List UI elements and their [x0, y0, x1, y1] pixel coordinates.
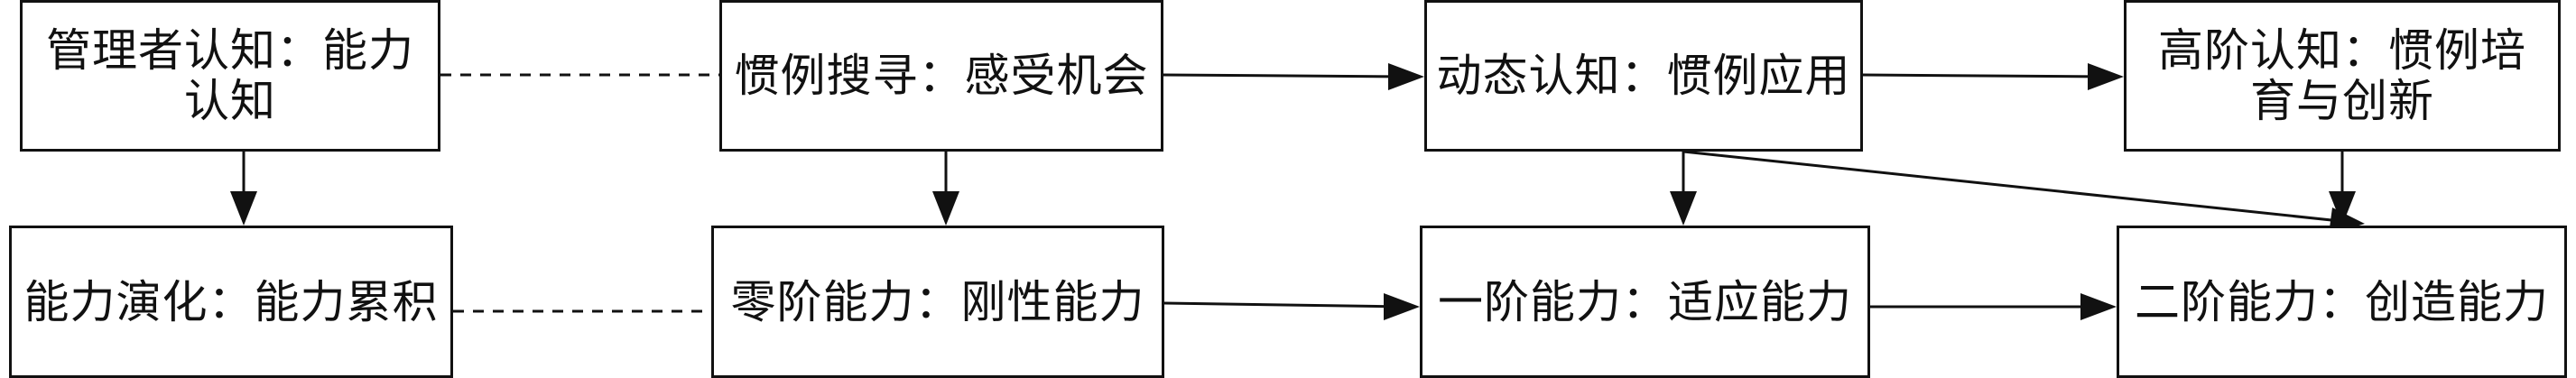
node-label: 高阶认知：惯例培育与创新: [2158, 24, 2526, 127]
node-label: 二阶能力：创造能力: [2135, 275, 2549, 328]
node-label: 管理者认知：能力认知: [46, 24, 414, 127]
arrowhead-n3-n4: [2088, 63, 2124, 90]
arrowhead-n3-n7: [1670, 191, 1697, 226]
arrowhead-n1-n5: [230, 191, 257, 226]
arrowhead-n4-n8: [2329, 191, 2356, 226]
node-n4: 高阶认知：惯例培育与创新: [2124, 0, 2561, 152]
node-n2: 惯例搜寻：感受机会: [719, 0, 1163, 152]
node-label: 动态认知：惯例应用: [1436, 50, 1851, 102]
node-label: 一阶能力：适应能力: [1438, 275, 1852, 328]
node-n8: 二阶能力：创造能力: [2117, 226, 2567, 378]
edge-n6-n7: [1163, 301, 1404, 309]
node-n1: 管理者认知：能力认知: [20, 0, 440, 152]
node-n5: 能力演化：能力累积: [9, 226, 453, 378]
arrowhead-n2-n6: [932, 191, 959, 226]
node-n6: 零阶能力：刚性能力: [711, 226, 1164, 378]
node-n7: 一阶能力：适应能力: [1420, 226, 1870, 378]
node-label: 惯例搜寻：感受机会: [734, 50, 1149, 102]
node-n3: 动态认知：惯例应用: [1424, 0, 1863, 152]
edge-n3-n4: [1862, 73, 2108, 78]
edge-n2-n3: [1163, 73, 1409, 78]
arrowhead-n6-n7: [1384, 293, 1420, 320]
node-label: 能力演化：能力累积: [23, 275, 439, 328]
node-label: 零阶能力：刚性能力: [730, 275, 1145, 328]
arrowhead-n2-n3: [1388, 63, 1424, 90]
edge-n3-n8: [1682, 150, 2349, 224]
arrowhead-n7-n8: [2080, 293, 2117, 320]
